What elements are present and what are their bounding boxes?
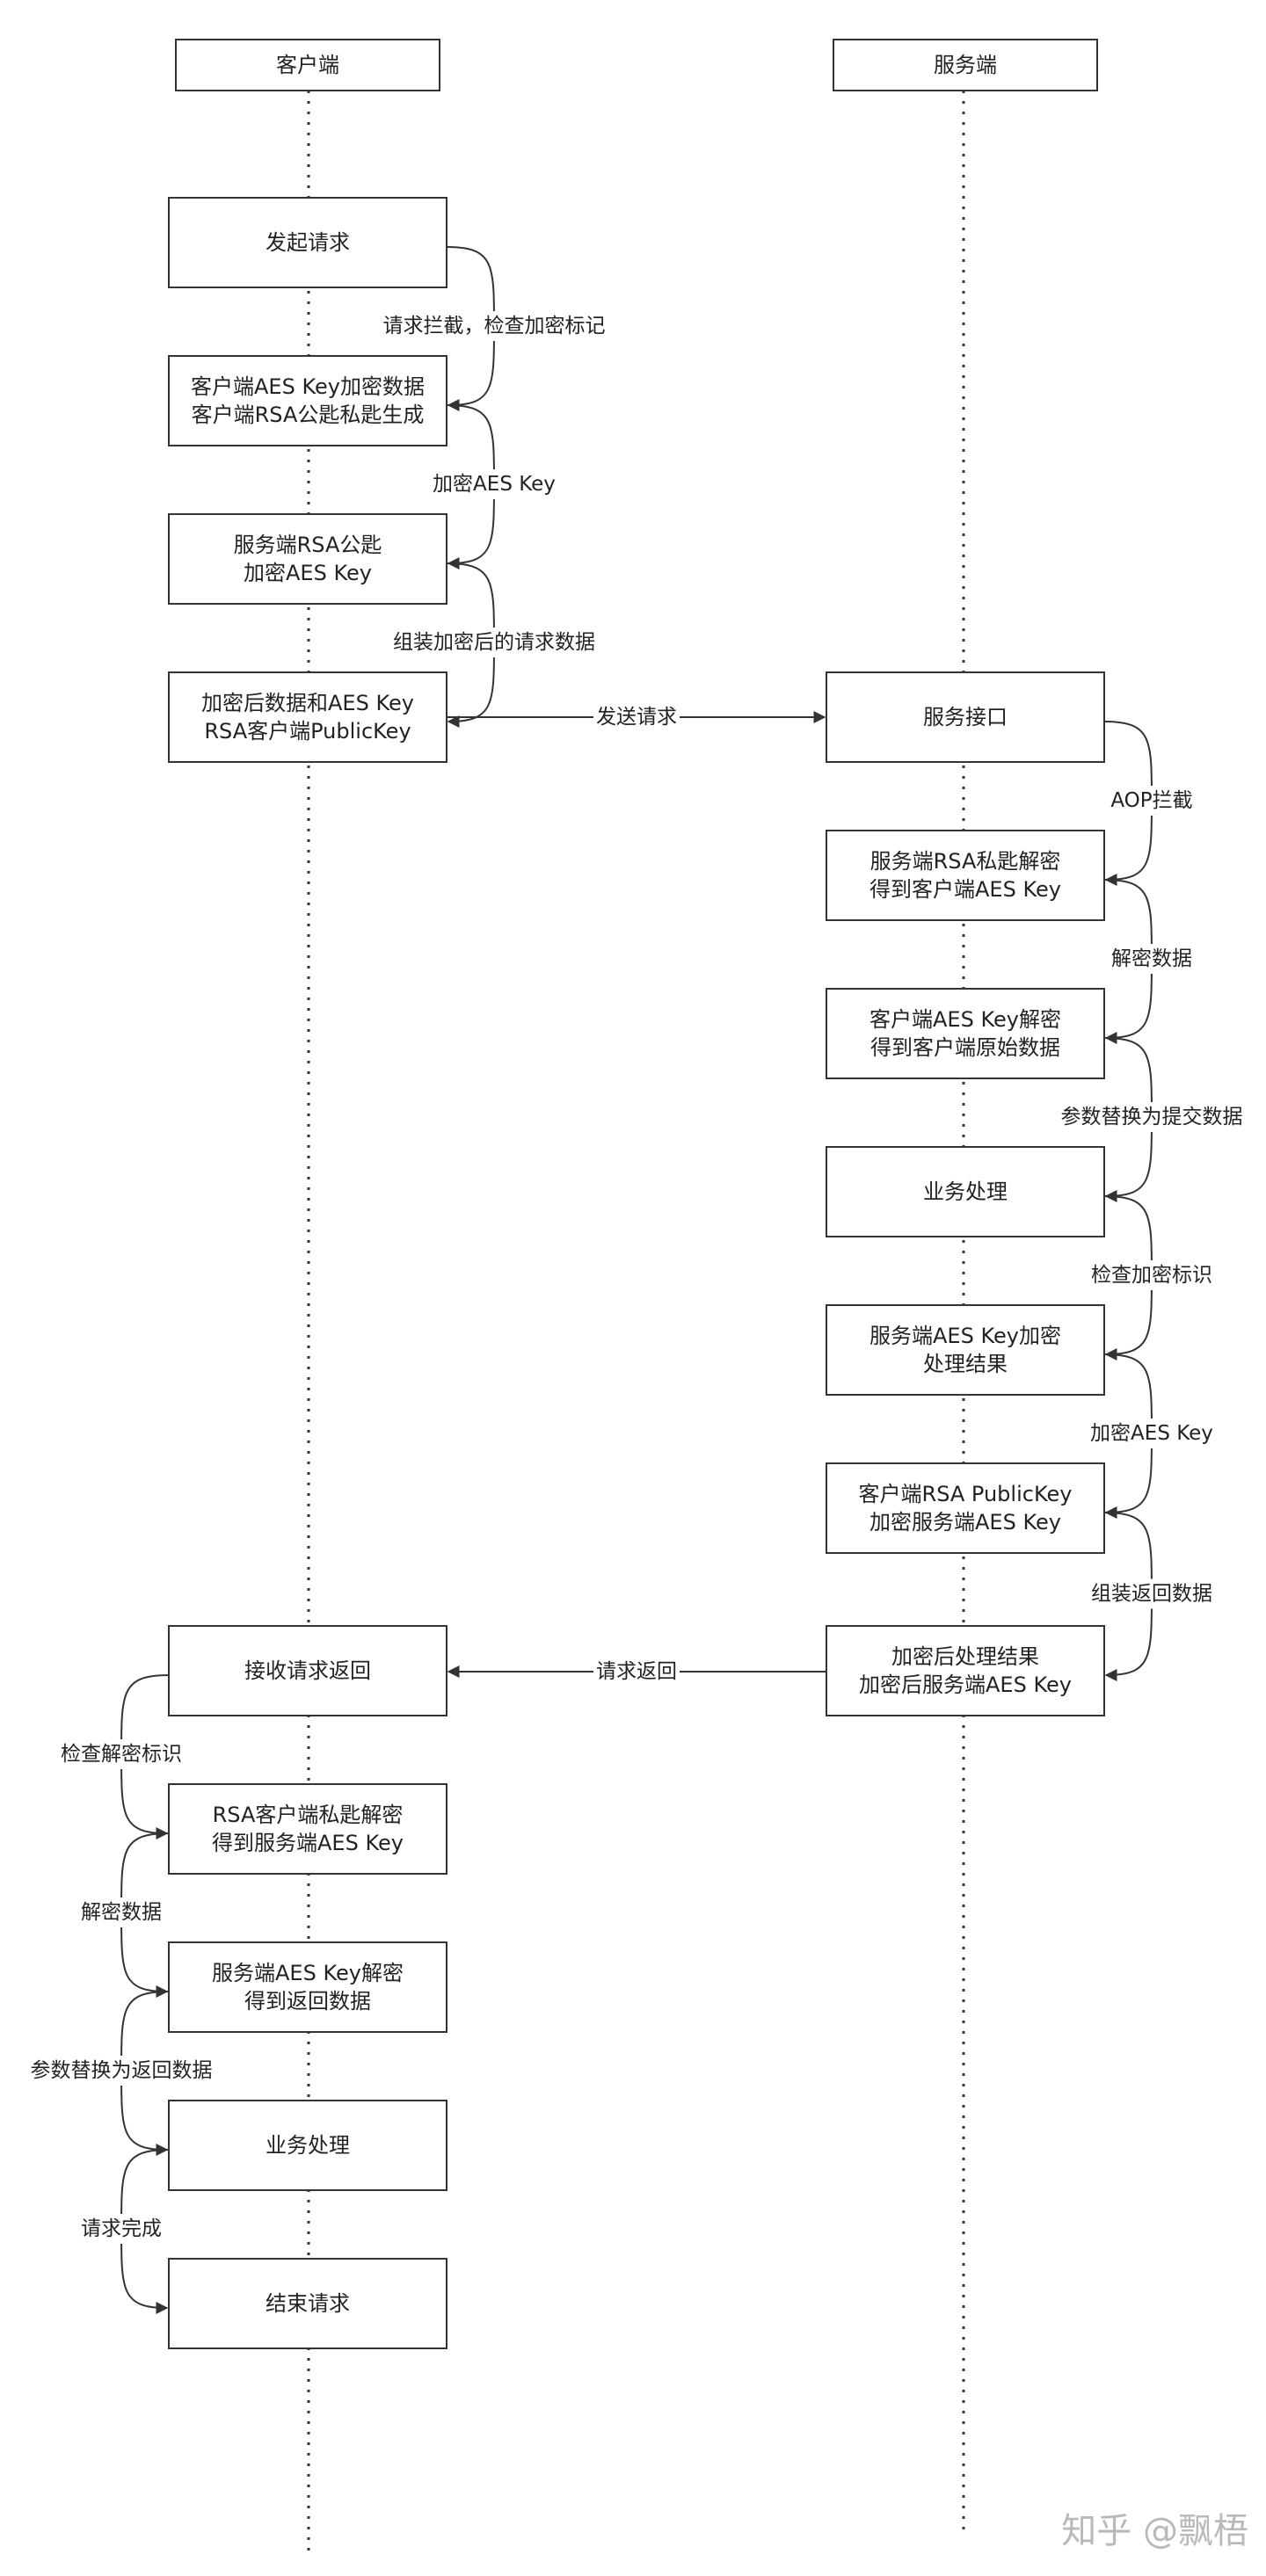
server-transition-label-4-bg <box>1089 1260 1214 1290</box>
client-return-label-1-bg <box>59 1739 184 1769</box>
client-step-c7-line-1: 服务端AES Key解密 <box>212 1961 404 1985</box>
server-transition-label-6: 组装返回数据 <box>1091 1583 1212 1606</box>
server-step-s6-line-1: 客户端RSA PublicKey <box>859 1482 1073 1506</box>
server-transition-label-4: 检查加密标识 <box>1091 1264 1212 1287</box>
send-request-label-bg <box>593 702 680 732</box>
server-transition-label-3-bg <box>1060 1102 1243 1132</box>
client-step-c6-line-2: 得到服务端AES Key <box>212 1831 404 1855</box>
server-step-s3-line-2: 得到客户端原始数据 <box>870 1035 1060 1060</box>
client-transition-label-2: 加密AES Key <box>433 473 556 496</box>
server-step-s6: 客户端RSA PublicKey 加密服务端AES Key <box>826 1462 1105 1554</box>
client-step-c1-line-1: 发起请求 <box>266 230 350 255</box>
server-transition-label-1: AOP拦截 <box>1110 789 1192 812</box>
client-step-c9: 结束请求 <box>168 2258 447 2349</box>
server-step-s7-line-2: 加密后服务端AES Key <box>859 1673 1072 1697</box>
client-step-c3-line-2: 加密AES Key <box>244 561 372 585</box>
client-step-c5-line-1: 接收请求返回 <box>244 1658 371 1683</box>
server-lane-header-line-1: 服务端 <box>934 53 997 77</box>
client-step-c6-line-1: RSA客户端私匙解密 <box>213 1803 404 1827</box>
client-return-label-3: 参数替换为返回数据 <box>31 2059 213 2082</box>
server-step-s5-line-1: 服务端AES Key加密 <box>869 1324 1061 1348</box>
server-step-s1: 服务接口 <box>826 671 1105 763</box>
client-step-c7-line-2: 得到返回数据 <box>244 1989 371 2014</box>
server-step-s4: 业务处理 <box>826 1146 1105 1237</box>
server-transition-label-6-bg <box>1089 1578 1214 1609</box>
client-transition-label-1: 请求拦截，检查加密标记 <box>383 315 606 337</box>
server-transition-label-5-bg <box>1060 1419 1243 1448</box>
request-return-label: 请求返回 <box>596 1660 677 1683</box>
client-return-label-4: 请求完成 <box>81 2217 162 2240</box>
client-step-c4-line-1: 加密后数据和AES Key <box>201 691 414 715</box>
client-lane-header-line-1: 客户端 <box>276 53 339 77</box>
server-transition-label-1-bg <box>1099 786 1204 816</box>
client-step-c1: 发起请求 <box>168 197 447 288</box>
client-step-c3-line-1: 服务端RSA公匙 <box>234 533 382 557</box>
client-step-c2-line-2: 客户端RSA公匙私匙生成 <box>192 403 425 427</box>
server-step-s3-line-1: 客户端AES Key解密 <box>869 1007 1061 1032</box>
server-step-s1-line-1: 服务接口 <box>923 705 1008 729</box>
send-request-label: 发送请求 <box>596 706 677 729</box>
client-step-c8: 业务处理 <box>168 2100 447 2191</box>
server-step-s6-line-2: 加密服务端AES Key <box>869 1510 1061 1535</box>
server-step-s4-line-1: 业务处理 <box>923 1179 1008 1204</box>
server-transition-label-2: 解密数据 <box>1111 947 1192 970</box>
server-transition-label-3: 参数替换为提交数据 <box>1061 1106 1243 1128</box>
client-return-label-2-bg <box>78 1898 164 1927</box>
server-transition-label-5: 加密AES Key <box>1090 1422 1213 1445</box>
client-lane-header: 客户端 <box>175 39 440 91</box>
client-transition-label-1-bg <box>383 311 605 341</box>
client-step-c9-line-1: 结束请求 <box>266 2291 350 2316</box>
client-step-c8-line-1: 业务处理 <box>266 2133 350 2158</box>
watermark: 知乎 @飘梧 <box>1061 2511 1248 2551</box>
server-step-s5-line-2: 处理结果 <box>923 1352 1008 1376</box>
client-step-c2-line-1: 客户端AES Key加密数据 <box>191 374 425 399</box>
client-return-label-2: 解密数据 <box>81 1901 162 1924</box>
client-step-c5: 接收请求返回 <box>168 1625 447 1716</box>
client-transition-label-3-bg <box>393 628 595 657</box>
client-return-label-3-bg <box>30 2056 213 2086</box>
client-transition-label-3: 组装加密后的请求数据 <box>393 631 595 654</box>
server-step-s2-line-1: 服务端RSA私匙解密 <box>870 849 1061 874</box>
client-return-label-4-bg <box>78 2214 164 2244</box>
client-step-c4-line-2: RSA客户端PublicKey <box>204 719 411 744</box>
server-lane-header: 服务端 <box>833 39 1098 91</box>
request-return-label-bg <box>593 1657 680 1687</box>
server-transition-label-2-bg <box>1109 944 1195 974</box>
server-step-s2-line-2: 得到客户端AES Key <box>869 877 1061 902</box>
client-return-label-1: 检查解密标识 <box>61 1743 182 1766</box>
server-step-s7-line-1: 加密后处理结果 <box>891 1644 1039 1669</box>
client-transition-label-2-bg <box>403 469 586 499</box>
